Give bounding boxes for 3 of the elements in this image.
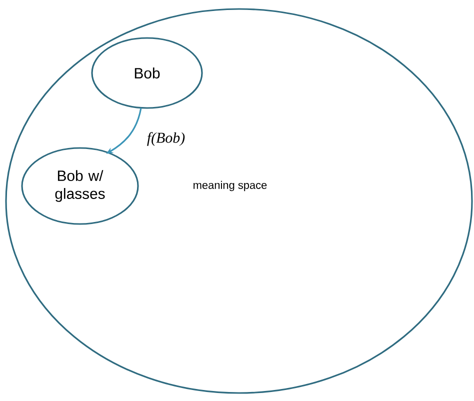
edge-label: f(Bob): [147, 132, 185, 146]
ellipse-node: Bob w/ glasses: [21, 147, 139, 225]
ellipse-node: Bob: [91, 37, 203, 109]
